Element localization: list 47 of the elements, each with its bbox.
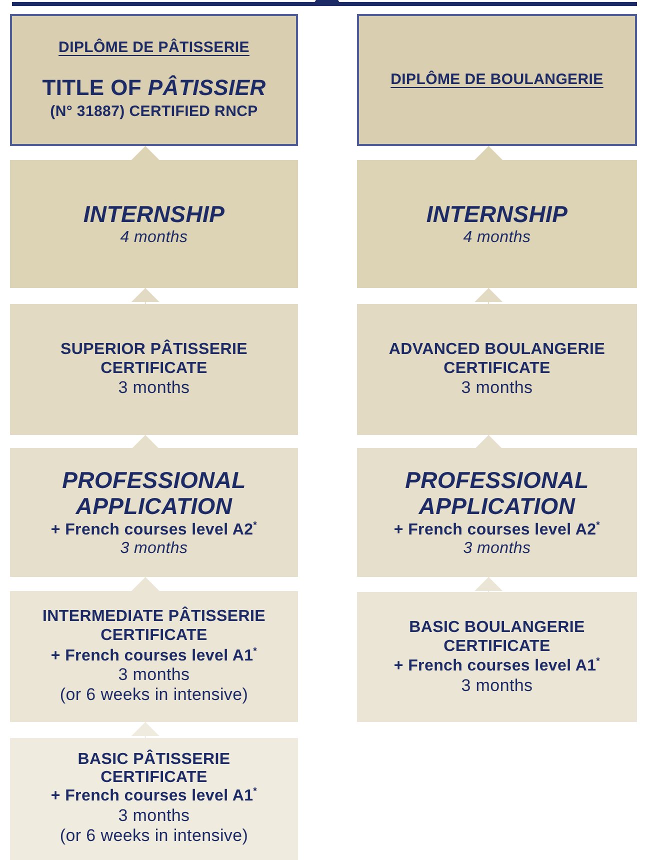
certificate-box [10, 304, 298, 435]
internship-box [10, 160, 298, 288]
chevron-arrow [131, 146, 160, 160]
box-text: 3 months [118, 806, 190, 826]
box-text: INTERNSHIP [426, 201, 568, 228]
box-text: 4 months [463, 228, 531, 247]
box-text: BASIC PÂTISSERIE CERTIFICATE [76, 751, 232, 786]
application-box [10, 448, 298, 577]
chevron-arrow [131, 722, 160, 738]
box-text: 3 months [118, 378, 190, 399]
chevron-arrow [474, 576, 503, 592]
certificate-box [357, 304, 637, 435]
box-text: BASIC BOULANGERIE CERTIFICATE [408, 618, 586, 656]
box-text: (or 6 weeks in intensive) [60, 685, 248, 706]
box-text: (N° 31887) CERTIFIED RNCP [50, 103, 258, 122]
certificate-box [357, 592, 637, 722]
certificate-box [10, 738, 298, 860]
box-text: 4 months [120, 228, 188, 247]
box-text: ADVANCED BOULANGERIE CERTIFICATE [388, 340, 606, 378]
box-text: DIPLÔME DE PÂTISSERIE [58, 38, 250, 57]
box-text: + French courses level A2$^{*}$ [394, 520, 600, 540]
chevron-arrow [131, 288, 160, 304]
box-text: 3 months [461, 378, 533, 399]
box-text: INTERMEDIATE PÂTISSERIE CERTIFICATE [42, 607, 266, 646]
box-text: + French courses level A1$^{*}$ [394, 656, 600, 676]
box-text: TITLE OF PÂTISSIER [42, 74, 266, 102]
box-text: (or 6 weeks in intensive) [60, 826, 248, 847]
application-box [357, 448, 637, 577]
box-text: + French courses level A2$^{*}$ [50, 520, 258, 540]
box-text: + French courses level A1$^{*}$ [50, 646, 258, 666]
box-text: PROFESSIONAL APPLICATION [404, 466, 590, 520]
internship-box [357, 160, 637, 288]
box-text: 3 months [461, 676, 533, 696]
box-text: SUPERIOR PÂTISSERIE CERTIFICATE [60, 340, 248, 378]
diploma-box [357, 14, 637, 146]
box-text: 3 months [120, 539, 188, 558]
box-text: INTERNSHIP [83, 201, 225, 228]
diploma-box [10, 14, 298, 146]
chevron-arrow [474, 146, 503, 160]
box-text: PROFESSIONAL APPLICATION [61, 466, 247, 520]
box-text: 3 months [463, 539, 531, 558]
chevron-arrow [474, 288, 503, 304]
box-text: + French courses level A1$^{*}$ [50, 786, 258, 806]
certificate-box [10, 591, 298, 722]
box-text: 3 months [118, 665, 190, 686]
box-text: DIPLÔME DE BOULANGERIE [390, 71, 604, 89]
chevron-arrow [131, 576, 160, 592]
